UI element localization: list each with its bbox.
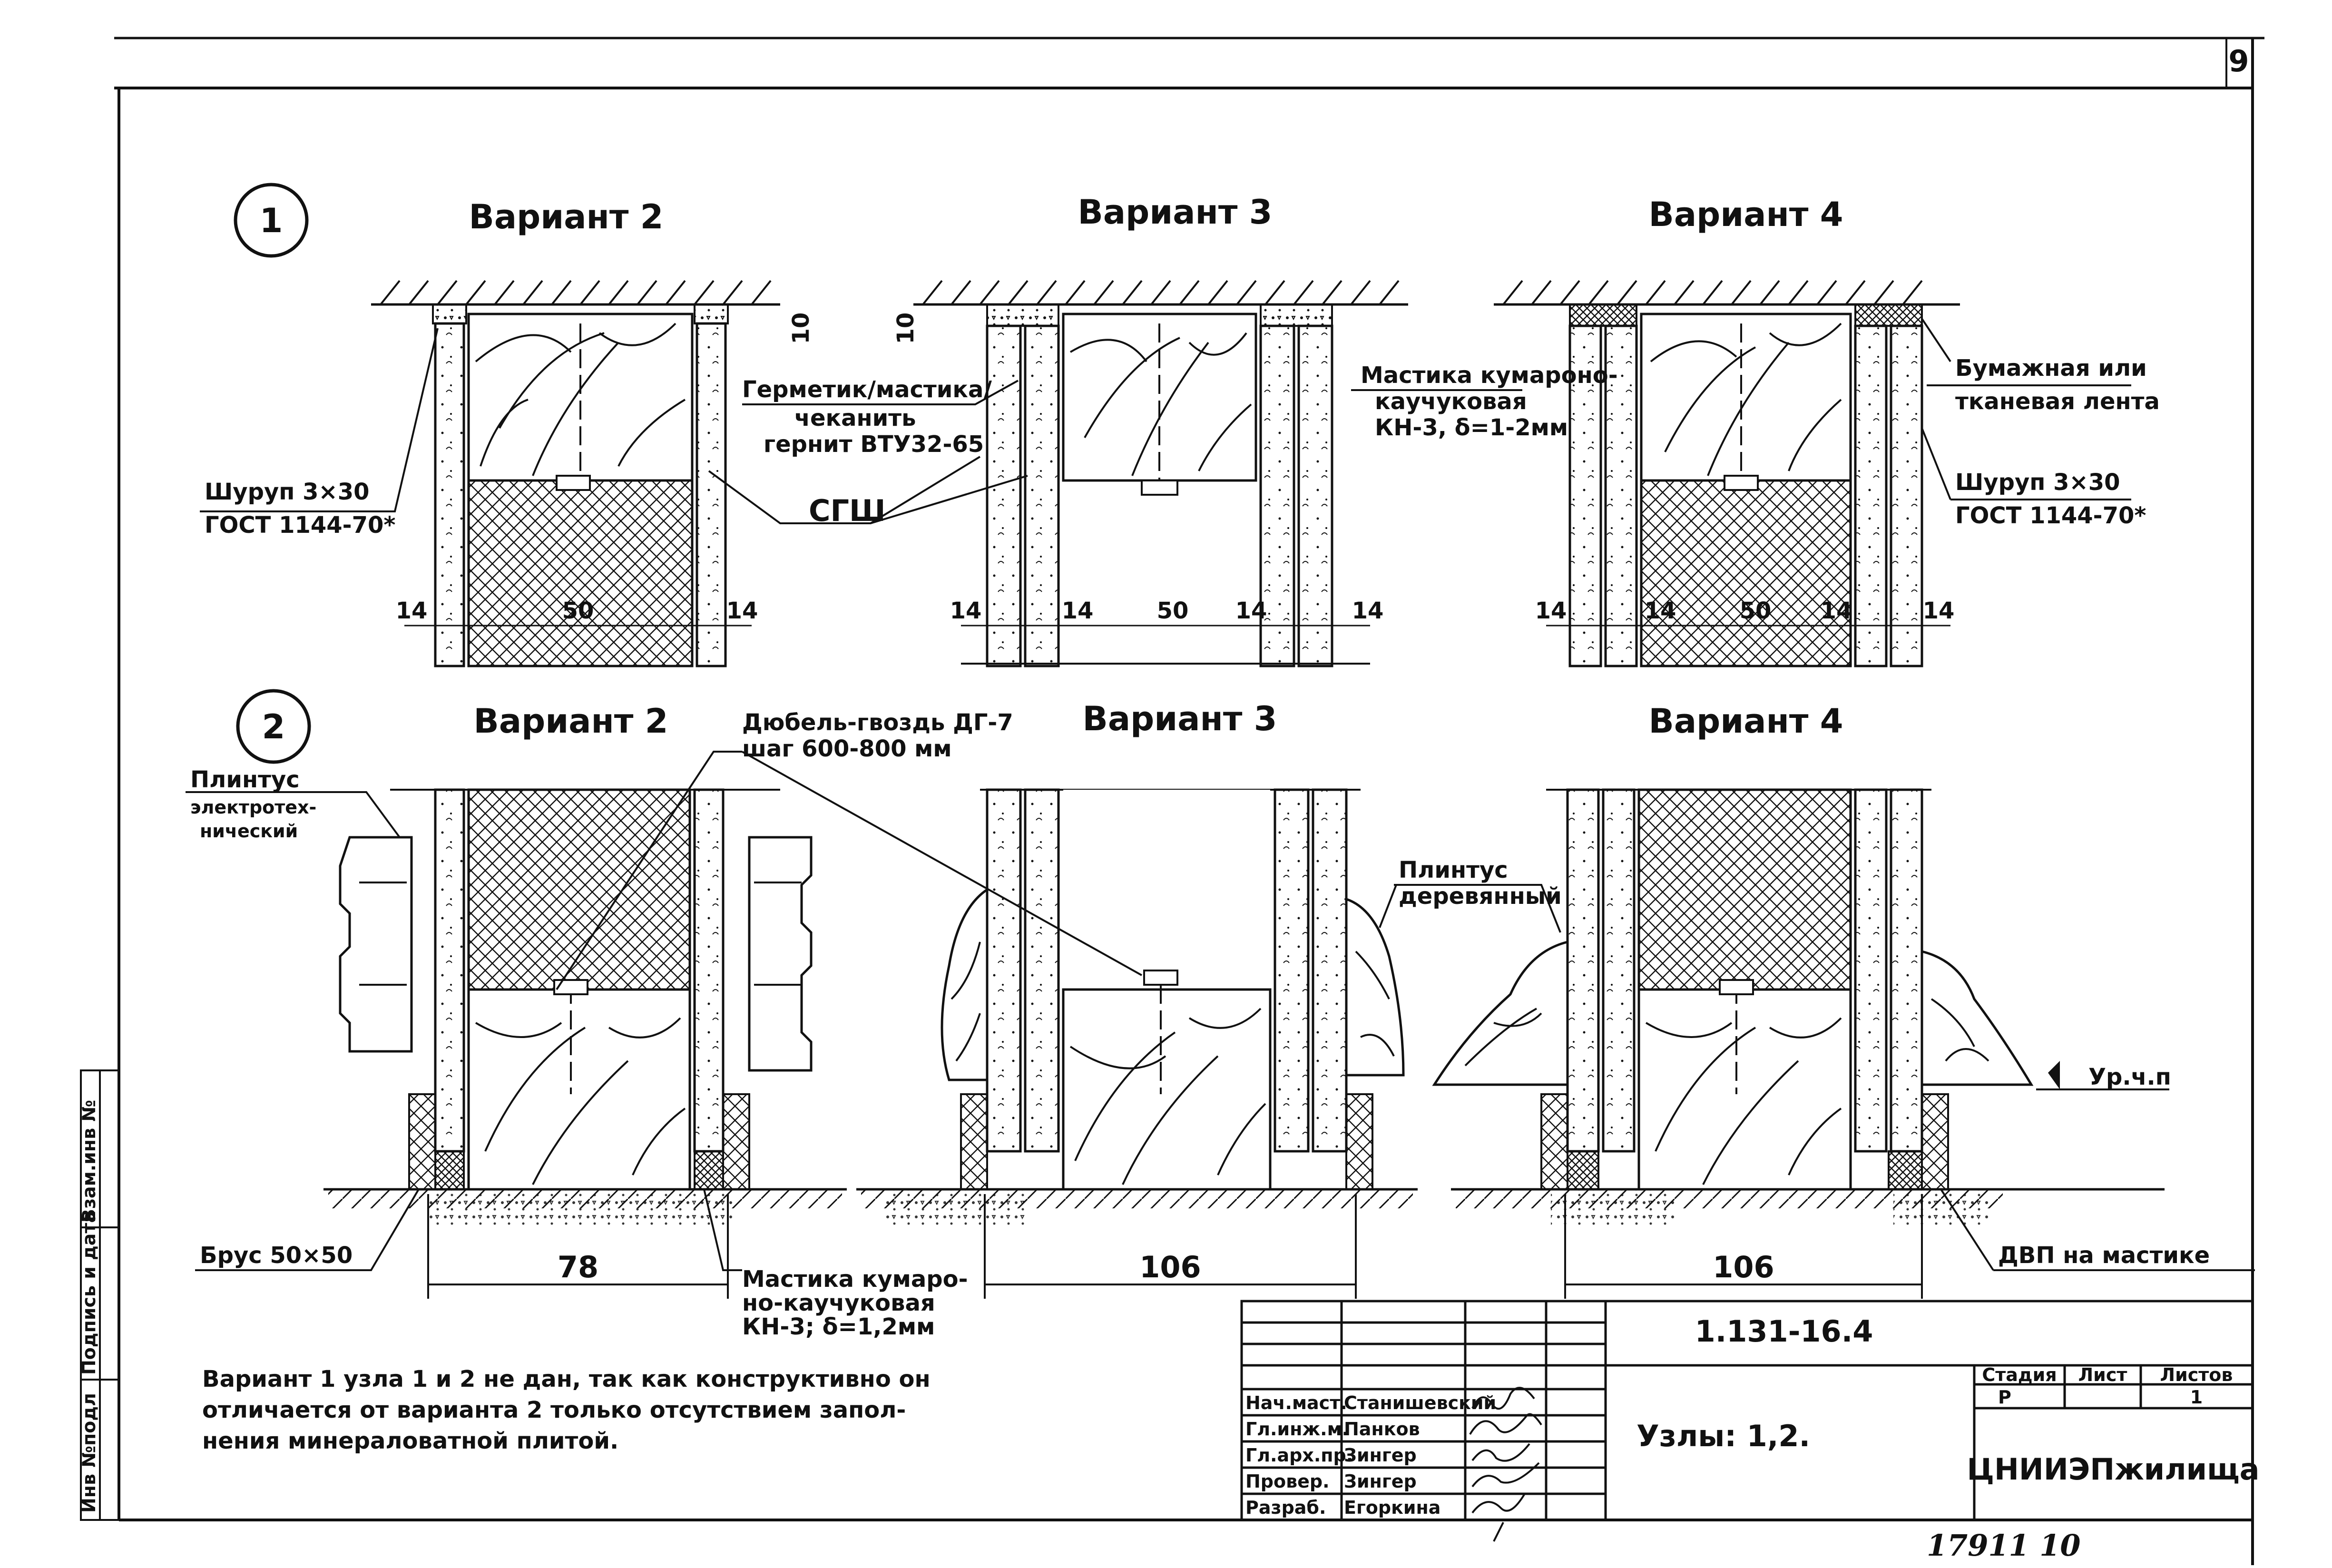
label-screw-left-2: ГОСТ 1144-70* [205, 512, 395, 539]
organization: ЦНИИЭПжилища [1967, 1452, 2260, 1487]
label-mastic-top-2: каучуковая [1375, 388, 1527, 415]
node-1-variant-2-section [371, 280, 780, 667]
label-mastic-top-3: КН-3, δ=1-2мм [1375, 414, 1568, 441]
sheets-total: 1 [2190, 1387, 2203, 1408]
handwritten-number: 17911 10 [1927, 1528, 2081, 1563]
handwritten-signatures [1469, 1387, 1542, 1542]
node-1-variant-4-section [1494, 280, 1960, 667]
label-beam: Брус 50×50 [200, 1242, 353, 1269]
node-2-variant-3-title: Вариант 3 [1083, 699, 1277, 738]
note-line-1: Вариант 1 узла 1 и 2 не дан, так как кон… [202, 1366, 931, 1392]
title-block [1240, 1300, 2254, 1521]
dim-bottom-78: 78 [558, 1250, 598, 1284]
node-2-variant-4-title: Вариант 4 [1649, 702, 1843, 741]
sig-name-2: Панков [1344, 1419, 1420, 1440]
page-number: 9 [2228, 44, 2249, 78]
node-1-leaders [200, 318, 2131, 524]
node-2-variant-2-section [323, 788, 847, 1227]
label-dvp: ДВП на мастике [1998, 1242, 2210, 1269]
side-stamp-cell-2: Подпись и дата [78, 1211, 99, 1375]
label-mastic-bottom-1: Мастика кумаро- [742, 1266, 968, 1293]
node-2-variant-3-section [856, 788, 1418, 1227]
dim-n1v4-14a: 14 [1535, 598, 1567, 624]
side-stamp [80, 1069, 120, 1521]
dim-n1v2-14a: 14 [396, 598, 428, 624]
node-1-variant-3-title: Вариант 3 [1078, 193, 1273, 232]
label-screw-right-1: Шуруп 3×30 [1955, 469, 2120, 496]
node-2-number: 2 [262, 707, 285, 746]
bottom-dimension-lines [427, 1194, 1923, 1299]
node-2-variant-2-title: Вариант 2 [474, 702, 668, 741]
node-1-variant-4-title: Вариант 4 [1649, 195, 1843, 234]
label-tape-2: тканевая лента [1955, 388, 2160, 415]
label-mastic-top-1: Мастика кумароно- [1361, 362, 1618, 389]
dim-n1v3-14d: 14 [1352, 598, 1384, 624]
label-sgsh: СГШ [809, 493, 886, 528]
dim-n1v3-50: 50 [1157, 598, 1189, 624]
note-line-3: нения минераловатной плитой. [202, 1428, 618, 1454]
sig-role-1: Нач.маст. [1245, 1392, 1347, 1413]
side-stamp-cell-3: Взам.инв № [78, 1100, 99, 1223]
sheet-header: Лист [2078, 1364, 2127, 1385]
label-plinth-el-1: Плинтус [190, 766, 300, 793]
label-sealant-2: чеканить [794, 405, 916, 431]
label-dowel-2: шаг 600-800 мм [742, 735, 952, 762]
label-mastic-bottom-2: но-каучуковая [742, 1290, 935, 1316]
node-1-variant-3-section [913, 280, 1408, 667]
stage-header: Стадия [1982, 1364, 2057, 1385]
side-stamp-cell-1: Инв №подл [78, 1393, 99, 1513]
label-tape-1: Бумажная или [1955, 355, 2147, 382]
dim-n1v3-14b: 14 [1062, 598, 1094, 624]
label-plinth-el-2: электротех- [190, 797, 316, 818]
dim-n1v4-14d: 14 [1923, 598, 1955, 624]
sig-role-5: Разраб. [1245, 1497, 1326, 1518]
sig-name-5: Егоркина [1344, 1497, 1440, 1518]
dim-n1v4-14c: 14 [1821, 598, 1852, 624]
label-plinth-wood-1: Плинтус [1399, 857, 1508, 883]
label-screw-left-1: Шуруп 3×30 [205, 479, 370, 505]
sheet-title: Узлы: 1,2. [1636, 1419, 1810, 1453]
label-screw-right-2: ГОСТ 1144-70* [1955, 502, 2146, 529]
node-1-number: 1 [260, 201, 283, 240]
dim-n1v3-14a: 14 [950, 598, 982, 624]
label-plinth-wood-2: деревянный [1399, 883, 1562, 910]
node-1-marker: 1 [234, 183, 309, 258]
label-mastic-bottom-3: КН-3; δ=1,2мм [742, 1313, 935, 1340]
label-sealant-3: гернит ВТУ32-65 [764, 431, 984, 458]
label-sealant-1: Герметик/мастика/ [742, 376, 992, 403]
sheets-header: Листов [2160, 1364, 2233, 1385]
sig-name-3: Зингер [1344, 1445, 1417, 1466]
dim-bottom-106-b: 106 [1713, 1250, 1774, 1284]
sig-name-4: Зингер [1344, 1471, 1417, 1492]
label-plinth-el-3: нический [200, 821, 298, 842]
node-2-variant-4-section [1432, 788, 2169, 1227]
dim-gap-10-a: 10 [788, 313, 814, 344]
label-dowel-1: Дюбель-гвоздь ДГ-7 [742, 709, 1013, 736]
sig-role-2: Гл.инж.м. [1245, 1419, 1349, 1440]
dim-n1v2-50: 50 [562, 598, 594, 624]
node-2-marker: 2 [236, 689, 311, 764]
node-2-leaders [186, 751, 2255, 1271]
stage-value: Р [1998, 1387, 2011, 1408]
label-floor-level: Ур.ч.п [2088, 1064, 2171, 1090]
designation: 1.131-16.4 [1695, 1314, 1873, 1349]
dim-n1v4-50: 50 [1740, 598, 1772, 624]
sig-role-3: Гл.арх.пр. [1245, 1445, 1353, 1466]
sig-role-4: Провер. [1245, 1471, 1330, 1492]
dim-bottom-106-a: 106 [1139, 1250, 1201, 1284]
dim-n1v4-14b: 14 [1645, 598, 1676, 624]
sig-name-1: Станишевский [1344, 1392, 1496, 1413]
dim-n1v2-14b: 14 [726, 598, 758, 624]
note-line-2: отличается от варианта 2 только отсутств… [202, 1397, 906, 1423]
node-1-variant-2-title: Вариант 2 [469, 197, 664, 236]
dim-gap-10-b: 10 [892, 313, 919, 344]
dim-n1v3-14c: 14 [1235, 598, 1267, 624]
